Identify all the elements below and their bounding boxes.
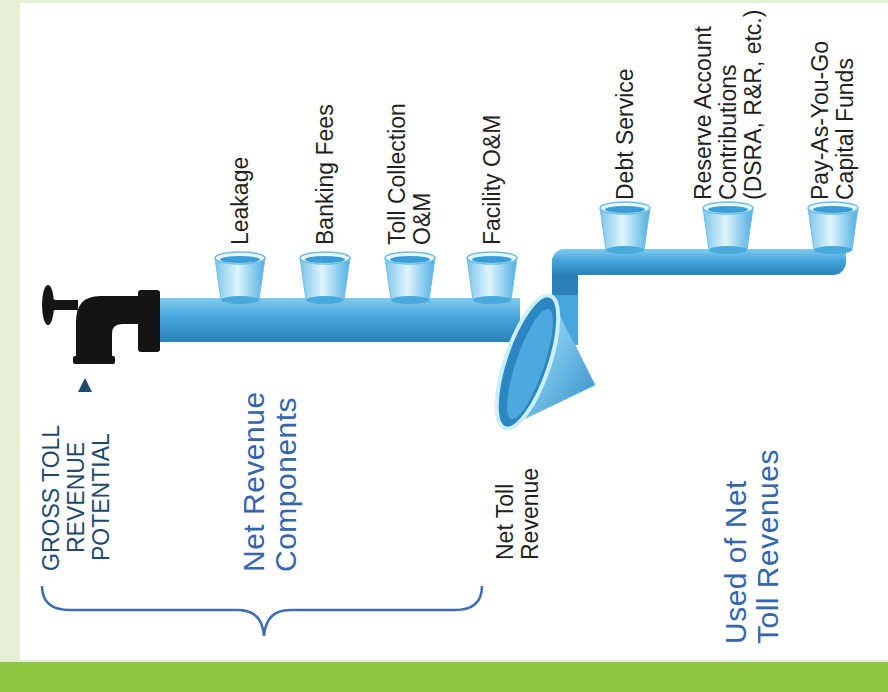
pipe-connector [565,250,833,300]
faucet-node: GROSS TOLL REVENUE POTENTIAL [20,278,160,608]
faucet-body [76,296,140,360]
text-holder: Facility O&M [462,50,522,245]
text-holder: Reserve Account Contributions (DSRA, R&R… [693,5,763,200]
cup-base [606,246,644,254]
cup-base [473,296,511,304]
faucet-hub [46,299,58,311]
cup-water [813,206,853,213]
cup-rim [808,202,858,214]
funnel-node: Net Toll Revenue [520,300,600,570]
funnel-inner [498,305,562,424]
cup-water [708,206,748,213]
faucet-flange [138,290,160,352]
cup-node: Facility O&M [462,40,522,300]
node-label: Net Toll Revenue [493,440,543,560]
curly-brace [42,586,482,636]
section-label: Used of Net Toll Revenues [720,432,785,644]
cup-base [814,246,852,254]
cup-water [390,256,430,263]
cup-base [709,246,747,254]
cup-water [220,256,260,263]
cup-water [305,256,345,263]
text-holder: Leakage [210,50,270,245]
node-label: Debt Service [613,5,638,200]
cup-node: Reserve Account Contributions (DSRA, R&R… [693,0,763,250]
cup-node: Banking Fees [295,40,355,300]
text-holder: Toll Collection O&M [380,50,440,245]
node-label: Leakage [228,50,253,245]
pointer-triangle [78,378,92,392]
label-holder: Net Revenue Components [225,360,315,572]
cup-rim [215,252,265,264]
cup-water [605,206,645,213]
cup-node: Leakage [210,40,270,300]
node-label: Facility O&M [480,50,505,245]
text-holder: Net Toll Revenue [470,440,566,560]
cup-rim [703,202,753,214]
node-label: Pay-As-You-Go Capital Funds [808,5,858,200]
node-label: Reserve Account Contributions (DSRA, R&R… [691,5,765,200]
text-holder: GROSS TOLL REVENUE POTENTIAL [20,395,132,600]
node-label: Toll Collection O&M [385,50,435,245]
cup-rim [467,252,517,264]
cup-node: Debt Service [595,0,655,250]
cup-rim [300,252,350,264]
text-holder: Pay-As-You-Go Capital Funds [803,5,863,200]
cup-base [306,296,344,304]
text-holder: Banking Fees [295,50,355,245]
faucet-outlet [73,356,115,364]
node-label: GROSS TOLL REVENUE POTENTIAL [39,395,113,600]
cup-rim [600,202,650,214]
green-bar [0,662,888,692]
cup-node: Pay-As-You-Go Capital Funds [803,0,863,250]
label-holder: Used of Net Toll Revenues [705,432,800,644]
cup-node: Toll Collection O&M [380,40,440,300]
cup-water [472,256,512,263]
pipe-connector [160,298,520,342]
cup-rim [385,252,435,264]
text-holder: Debt Service [595,5,655,200]
cup-base [391,296,429,304]
cup-base [221,296,259,304]
white-panel [20,3,888,660]
node-label: Banking Fees [313,50,338,245]
section-label: Net Revenue Components [238,360,303,572]
funnel-rim [484,289,571,436]
